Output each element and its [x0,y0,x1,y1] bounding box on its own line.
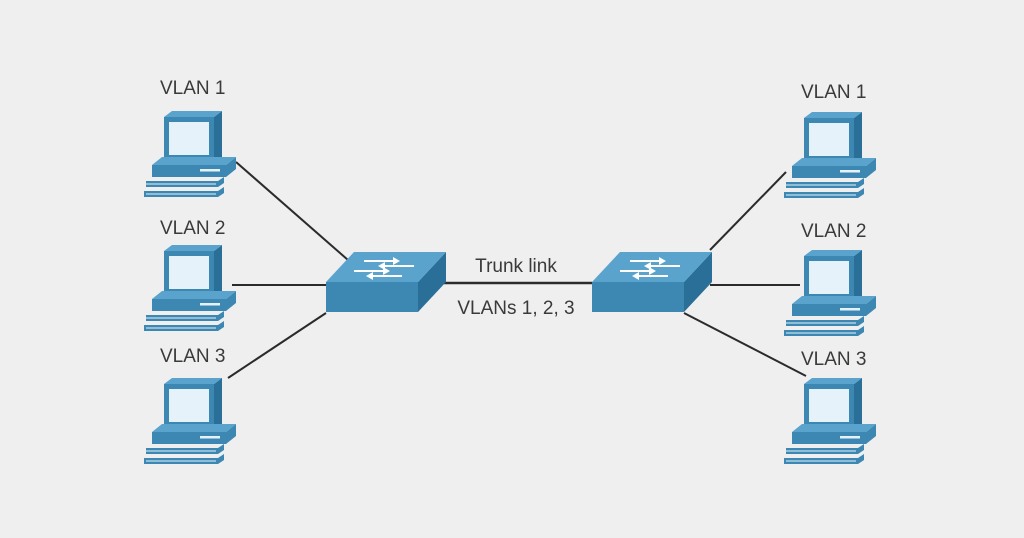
trunk-vlans-label: VLANs 1, 2, 3 [457,298,574,319]
right-host-label: VLAN 2 [801,221,866,242]
right-host-label: VLAN 3 [801,349,866,370]
left-host-label: VLAN 1 [160,78,225,99]
links [227,161,807,379]
right-host-label: VLAN 1 [801,82,866,103]
computer-icon [783,249,877,337]
computer-icon [143,244,237,332]
left-host-label: VLAN 3 [160,346,225,367]
computer-icon [143,110,237,198]
link-right-vlan3 [683,312,807,377]
computer-icon [143,377,237,465]
link-left-vlan3 [227,312,327,379]
link-left-vlan1 [235,161,349,261]
trunk-link-label: Trunk link [475,256,557,277]
computer-icon [783,111,877,199]
switch-icon [325,251,447,313]
link-right-vlan1 [709,171,787,251]
left-host-label: VLAN 2 [160,218,225,239]
switch-icon [591,251,713,313]
computer-icon [783,377,877,465]
